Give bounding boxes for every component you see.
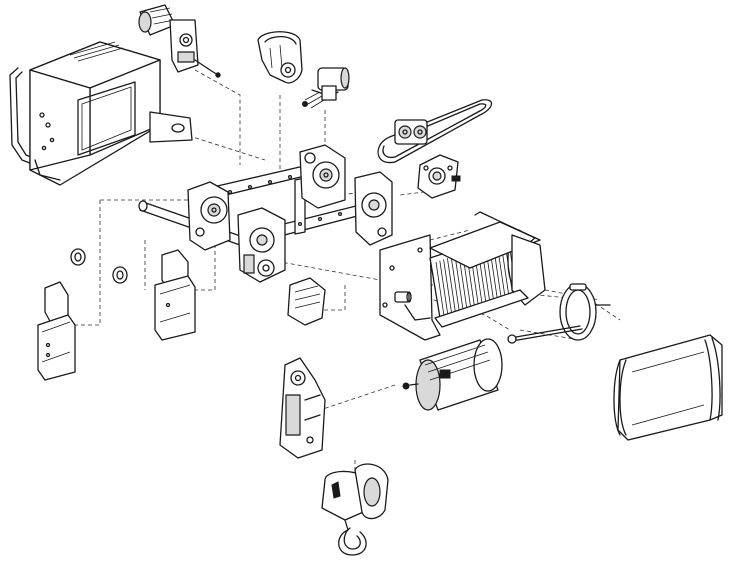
- drum-end-ring: [507, 283, 611, 344]
- drive-belt: [377, 99, 493, 164]
- spacer-bushings: [70, 248, 128, 284]
- drum-groove: [435, 261, 445, 317]
- drum-groove: [454, 255, 464, 310]
- hoist-motor: [402, 338, 503, 411]
- trolley-motor: [138, 4, 221, 78]
- drum-groove: [439, 260, 449, 315]
- drum-groove: [450, 256, 460, 311]
- bumper-left: [37, 281, 76, 381]
- control-enclosure: [9, 41, 193, 186]
- hanger-clamp: [257, 31, 303, 84]
- gear-reducer: [279, 357, 326, 459]
- brake-cover: [287, 277, 326, 326]
- limit-switch: [302, 67, 350, 109]
- drum-groove: [443, 259, 452, 314]
- drum-cover: [613, 334, 723, 441]
- gearbox-small: [417, 154, 461, 199]
- hook-block: [321, 463, 389, 556]
- rope-drum: [379, 211, 546, 341]
- drum-groove: [447, 258, 456, 313]
- bumper-right: [154, 249, 196, 341]
- trolley-frame: [138, 144, 393, 283]
